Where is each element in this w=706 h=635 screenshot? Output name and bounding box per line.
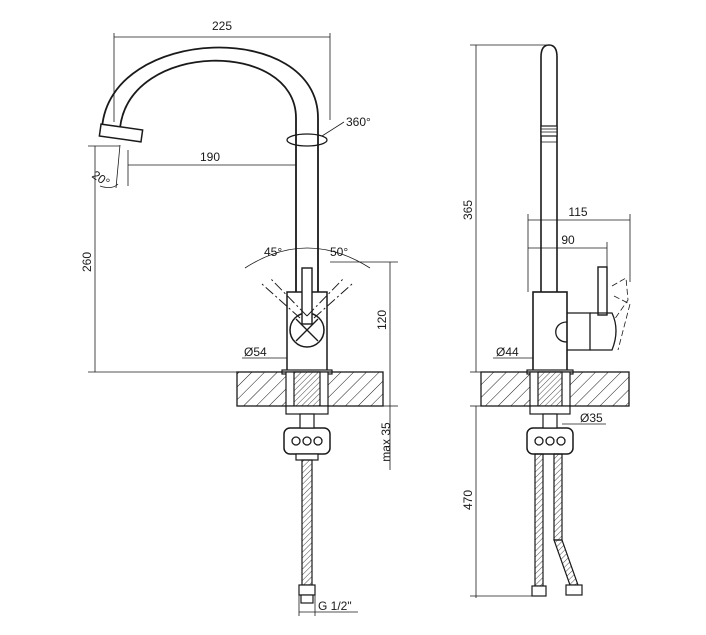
dim-120: 120 — [330, 261, 398, 372]
front-countertop — [236, 371, 384, 415]
dim-115: 115 — [527, 205, 631, 292]
side-hoses — [531, 453, 583, 597]
svg-text:225: 225 — [212, 19, 232, 33]
svg-text:120: 120 — [375, 310, 389, 330]
side-countertop — [480, 371, 630, 415]
svg-text:max 35: max 35 — [379, 422, 393, 462]
svg-text:260: 260 — [80, 252, 94, 272]
svg-text:470: 470 — [461, 490, 475, 510]
dim-365: 365 — [461, 44, 549, 373]
svg-text:G 1/2": G 1/2" — [318, 599, 352, 613]
dim-d44: Ø44 — [493, 345, 533, 359]
dim-260: 260 — [80, 145, 237, 373]
dim-g12: G 1/2" — [298, 595, 358, 616]
svg-text:90: 90 — [561, 233, 575, 247]
side-view: 365 115 90 Ø44 Ø35 4 — [461, 44, 631, 598]
svg-text:50°: 50° — [330, 245, 348, 259]
side-supply-block — [526, 413, 574, 455]
svg-text:360°: 360° — [346, 115, 371, 129]
svg-text:115: 115 — [568, 205, 587, 219]
front-view: 225 360° 190 20° 260 45° 50° — [80, 19, 398, 616]
svg-text:Ø44: Ø44 — [496, 345, 519, 359]
svg-text:Ø54: Ø54 — [244, 345, 267, 359]
front-spout — [98, 46, 328, 378]
front-supply-block — [283, 413, 331, 461]
dim-470: 470 — [461, 405, 532, 598]
side-body — [526, 266, 631, 375]
front-hose — [298, 459, 316, 604]
dim-225: 225 — [113, 19, 331, 122]
svg-text:365: 365 — [461, 200, 475, 220]
dim-lever-angles: 45° 50° — [264, 245, 348, 259]
dim-360: 360° — [321, 115, 371, 137]
dim-90: 90 — [528, 233, 608, 267]
dim-d54: Ø54 — [242, 345, 287, 359]
dim-20deg: 20° — [89, 144, 121, 190]
svg-text:20°: 20° — [89, 168, 112, 190]
dim-d35: Ø35 — [562, 411, 606, 425]
dim-190: 190 — [127, 150, 296, 186]
dim-max35: max 35 — [379, 372, 398, 470]
svg-text:Ø35: Ø35 — [580, 411, 603, 425]
svg-text:190: 190 — [200, 150, 220, 164]
svg-text:45°: 45° — [264, 245, 282, 259]
